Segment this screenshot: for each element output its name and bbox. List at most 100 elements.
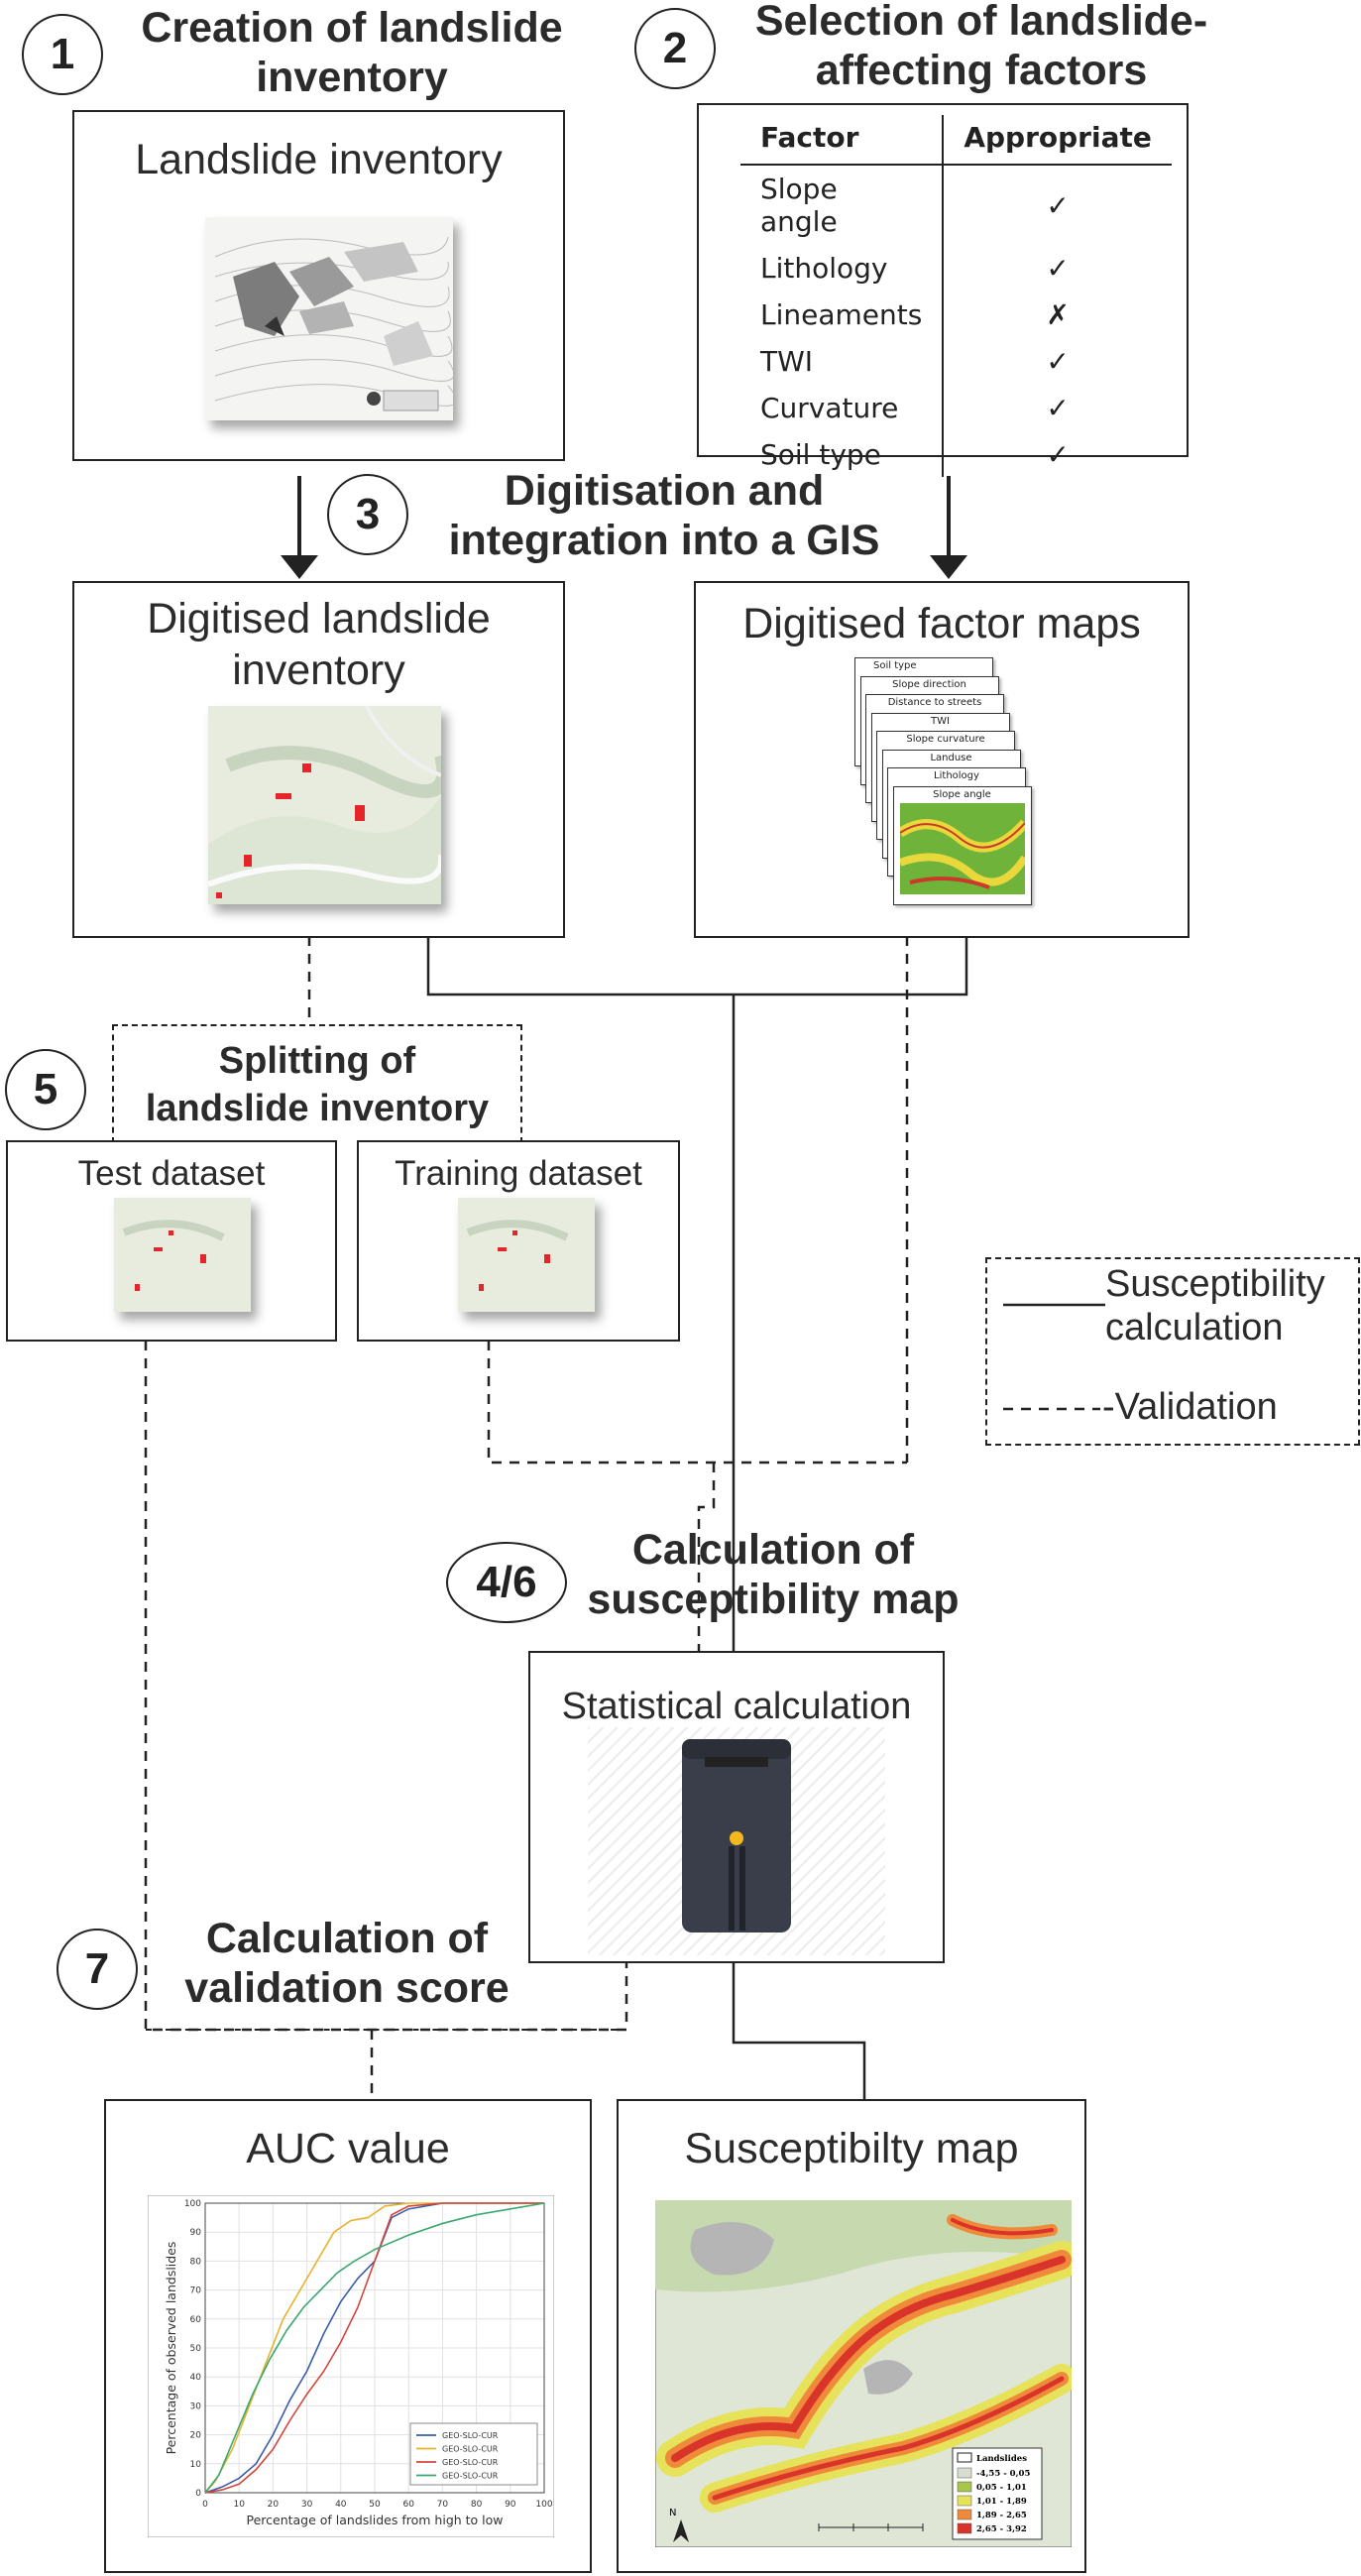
table-row: Lithology ✓: [740, 244, 1172, 291]
series-line: [204, 2202, 545, 2494]
dashed-training-loop: [487, 1341, 907, 1464]
factor-name: TWI: [760, 344, 814, 378]
step-3-title-line2: integration into a GIS: [448, 517, 880, 564]
step-number-5: 5: [5, 1049, 86, 1130]
validation-group-dashed: [146, 1929, 626, 2031]
digitised-inventory-box: Digitised landslide inventory: [72, 581, 565, 938]
arrowhead-left: [281, 555, 318, 579]
y-tick-label: 40: [190, 2373, 202, 2383]
step-1-title-line1: Creation of landslide: [141, 4, 563, 52]
map-legend-label: 0,05 - 1,01: [976, 2483, 1027, 2493]
map-legend-label: 2,65 - 3,92: [976, 2524, 1027, 2534]
digitised-factors-title: Digitised factor maps: [742, 600, 1141, 647]
slope-angle-map-icon: [899, 802, 1025, 894]
table-row: Slope angle ✓: [740, 165, 1172, 244]
training-dataset-title: Training dataset: [395, 1154, 642, 1193]
step-number-1: 1: [22, 14, 103, 95]
map-legend-swatch: [957, 2467, 972, 2479]
series-line: [204, 2202, 544, 2494]
susceptibility-map-title: Susceptibilty map: [684, 2125, 1019, 2172]
factor-map-layer-label: Soil type: [873, 660, 917, 671]
table-row: TWI ✓: [740, 337, 1172, 384]
auc-chart: 0010102020303040405050606070708080909010…: [148, 2195, 554, 2537]
y-tick-label: 0: [195, 2489, 201, 2499]
digitised-inventory-title-line1: Digitised landslide: [147, 595, 491, 643]
y-tick-label: 80: [190, 2257, 202, 2267]
susceptibility-map-image: Landslides-4,55 - 0,050,05 - 1,011,01 - …: [655, 2200, 1072, 2547]
splitting-group-dashed: [112, 1024, 522, 1143]
chart-frame: [148, 2195, 554, 2537]
map-legend-label: 1,89 - 2,65: [976, 2511, 1027, 2520]
appropriate-column-header: Appropriate: [942, 115, 1172, 166]
table-row: Lineaments ✗: [740, 291, 1172, 337]
plot-area: [204, 2202, 545, 2494]
map-legend-label: -4,55 - 0,05: [976, 2469, 1030, 2479]
digitised-inventory-title: Digitised landslide inventory: [74, 593, 563, 696]
series-line: [204, 2202, 544, 2494]
map-legend-label: 1,01 - 1,89: [976, 2497, 1027, 2507]
legend-entry: GEO-SLO-CUR: [442, 2445, 499, 2454]
map-legend-swatch: [957, 2509, 972, 2520]
legend-solid-label-line2: calculation: [1105, 1307, 1284, 1348]
factor-map-layer-label: TWI: [931, 715, 950, 727]
y-tick-label: 20: [190, 2431, 202, 2441]
factor-map-layer-label: Landuse: [930, 752, 972, 763]
dashed-to-calculation: [697, 1463, 716, 1651]
step-2-title-line1: Selection of landslide-: [754, 0, 1208, 45]
step-1-title: Creation of landslide inventory: [109, 3, 595, 102]
factor-table: Factor Appropriate Slope angle ✓ Litholog…: [740, 115, 1172, 477]
solid-connector-digitised: [426, 936, 968, 996]
factor-name: Slope angle: [760, 173, 838, 238]
x-axis-label: Percentage of landslides from high to lo…: [246, 2513, 503, 2527]
factor-selection-box: Factor Appropriate Slope angle ✓ Litholog…: [697, 103, 1189, 477]
map-legend-swatch: [957, 2495, 972, 2507]
step-5-title: Splitting of landslide inventory: [112, 1037, 522, 1132]
step-7-title-line2: validation score: [184, 1964, 510, 2012]
step-number-label: 5: [33, 1065, 58, 1113]
check-icon: ✓: [942, 384, 1172, 430]
statistical-calculation-box: Statistical calculation: [528, 1651, 945, 1963]
step-5-title-line2: landslide inventory: [145, 1088, 490, 1129]
x-tick-label: 70: [437, 2500, 449, 2510]
y-axis-label: Percentage of observed landslides: [164, 2242, 178, 2455]
legend-solid-label-line1: Susceptibility: [1105, 1263, 1325, 1305]
y-tick-label: 50: [190, 2344, 202, 2354]
legend-solid-label: Susceptibility calculation: [1105, 1262, 1325, 1349]
step-number-label: 7: [84, 1944, 110, 1993]
arrowhead-right: [930, 555, 967, 579]
check-icon: ✓: [942, 244, 1172, 291]
y-tick-label: 60: [190, 2315, 202, 2325]
step-3-title: Digitisation and integration into a GIS: [406, 466, 922, 565]
factor-name: Lithology: [760, 251, 888, 285]
check-icon: ✓: [942, 337, 1172, 384]
x-tick-label: 0: [202, 2500, 208, 2510]
y-tick-label: 70: [190, 2286, 202, 2296]
table-row: Soil type✓: [740, 430, 1172, 477]
factor-map-layer: Slope angle: [892, 785, 1032, 905]
factor-name: Lineaments: [760, 297, 923, 331]
y-tick-label: 30: [190, 2401, 202, 2411]
step-number-2: 2: [634, 8, 716, 89]
factor-map-layer-label: Slope direction: [892, 678, 966, 690]
solid-connector-to-map: [732, 1963, 866, 2099]
north-label: N: [669, 2508, 676, 2518]
legend-dashed-label: -Validation: [1102, 1386, 1278, 1428]
step-7-title-line1: Calculation of: [205, 1915, 489, 1962]
step-number-7: 7: [57, 1929, 138, 2010]
factor-map-layer-label: Lithology: [934, 770, 979, 781]
factor-column-header: Factor: [740, 115, 944, 166]
landslide-inventory-title: Landslide inventory: [135, 136, 503, 183]
x-tick-label: 60: [402, 2500, 414, 2510]
factor-map-layer-label: Distance to streets: [887, 697, 982, 708]
cross-icon: ✗: [942, 291, 1172, 337]
x-tick-label: 20: [268, 2500, 280, 2510]
check-icon: ✓: [942, 165, 1172, 244]
landslide-inventory-map-thumbnail: [205, 217, 453, 420]
training-dataset-box: Training dataset: [357, 1140, 680, 1342]
susceptibility-map-box: Susceptibilty map Landslides-4,55 - 0,05…: [617, 2099, 1086, 2573]
step-1-title-line2: inventory: [256, 54, 448, 101]
step-number-label: 2: [662, 24, 688, 72]
factor-table-header: Factor Appropriate: [740, 115, 1172, 166]
series-line: [204, 2202, 544, 2494]
